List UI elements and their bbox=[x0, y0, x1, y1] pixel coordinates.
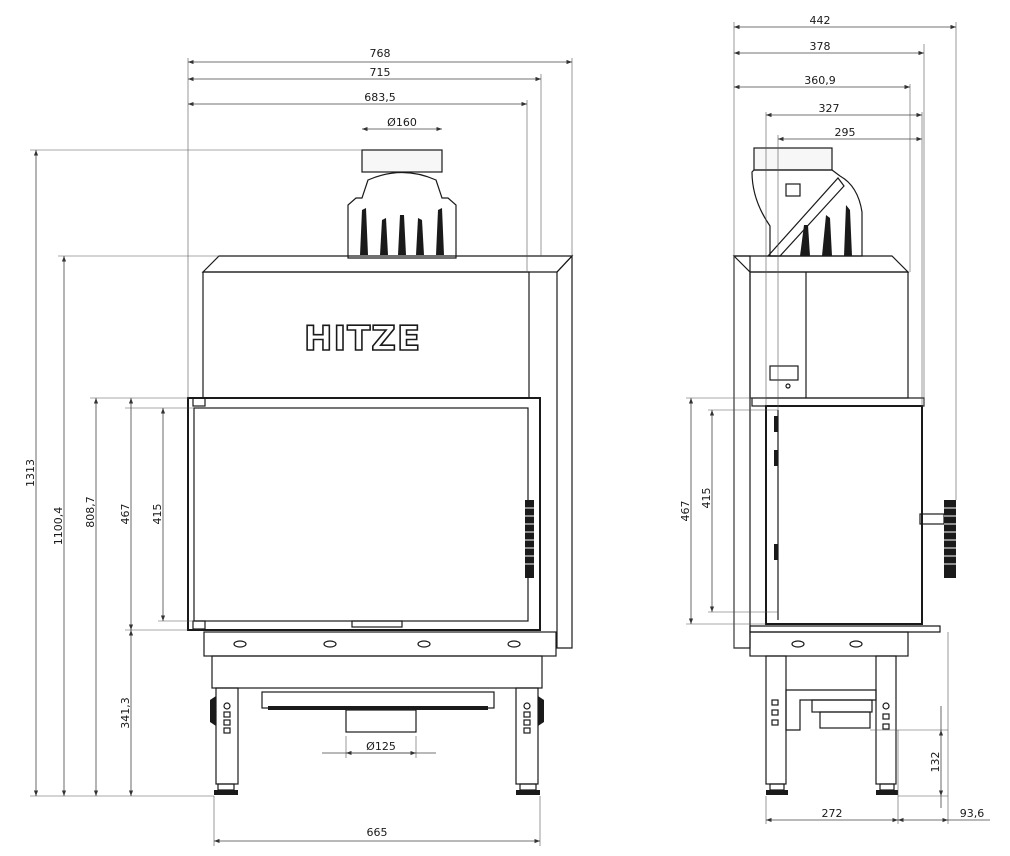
dim-272: 272 bbox=[822, 807, 843, 820]
dim-808: 808,7 bbox=[84, 496, 97, 528]
dim-683: 683,5 bbox=[364, 91, 396, 104]
dim-inlet: Ø125 bbox=[366, 740, 396, 753]
dim-467: 467 bbox=[119, 504, 132, 525]
side-door bbox=[765, 405, 923, 625]
dim-415: 415 bbox=[151, 504, 164, 525]
front-flue-collar bbox=[361, 149, 443, 173]
front-door-handle bbox=[525, 500, 534, 578]
side-door-handle bbox=[944, 500, 956, 578]
side-dim-467: 467 bbox=[679, 501, 692, 522]
dim-327: 327 bbox=[819, 102, 840, 115]
dim-341: 341,3 bbox=[119, 697, 132, 729]
dim-442: 442 bbox=[810, 14, 831, 27]
dim-flue: Ø160 bbox=[387, 116, 417, 129]
svg-text:HITZE: HITZE bbox=[304, 319, 421, 359]
dim-665: 665 bbox=[367, 826, 388, 839]
dim-360: 360,9 bbox=[804, 74, 836, 87]
front-flue-hood bbox=[347, 171, 457, 259]
front-glass bbox=[193, 407, 529, 622]
front-left-leg bbox=[210, 687, 239, 795]
front-base bbox=[211, 655, 543, 689]
front-dimensions: 768 715 683,5 Ø160 1313 1100,4 808,7 467… bbox=[24, 47, 572, 844]
dim-93: 93,6 bbox=[960, 807, 985, 820]
side-right-leg bbox=[875, 655, 898, 795]
front-bottom-rail bbox=[203, 631, 557, 657]
dim-1100: 1100,4 bbox=[52, 507, 65, 546]
front-door-frame bbox=[187, 397, 541, 631]
side-view: 442 378 360,9 327 295 467 415 132 272 93… bbox=[679, 14, 990, 824]
side-upper-box bbox=[749, 271, 909, 399]
front-right-leg bbox=[515, 687, 544, 795]
dim-132: 132 bbox=[929, 752, 942, 773]
side-left-leg bbox=[765, 655, 788, 795]
side-dim-415: 415 bbox=[700, 488, 713, 509]
dim-1313: 1313 bbox=[24, 459, 37, 487]
front-view: HITZE bbox=[24, 47, 574, 846]
dim-295: 295 bbox=[835, 126, 856, 139]
dim-378: 378 bbox=[810, 40, 831, 53]
dim-768: 768 bbox=[370, 47, 391, 60]
side-dimensions: 442 378 360,9 327 295 467 415 132 272 93… bbox=[679, 14, 990, 823]
side-flue-hood bbox=[751, 169, 863, 257]
brand-logo: HITZE bbox=[303, 318, 421, 360]
side-back-panel bbox=[733, 255, 751, 649]
dim-715: 715 bbox=[370, 66, 391, 79]
